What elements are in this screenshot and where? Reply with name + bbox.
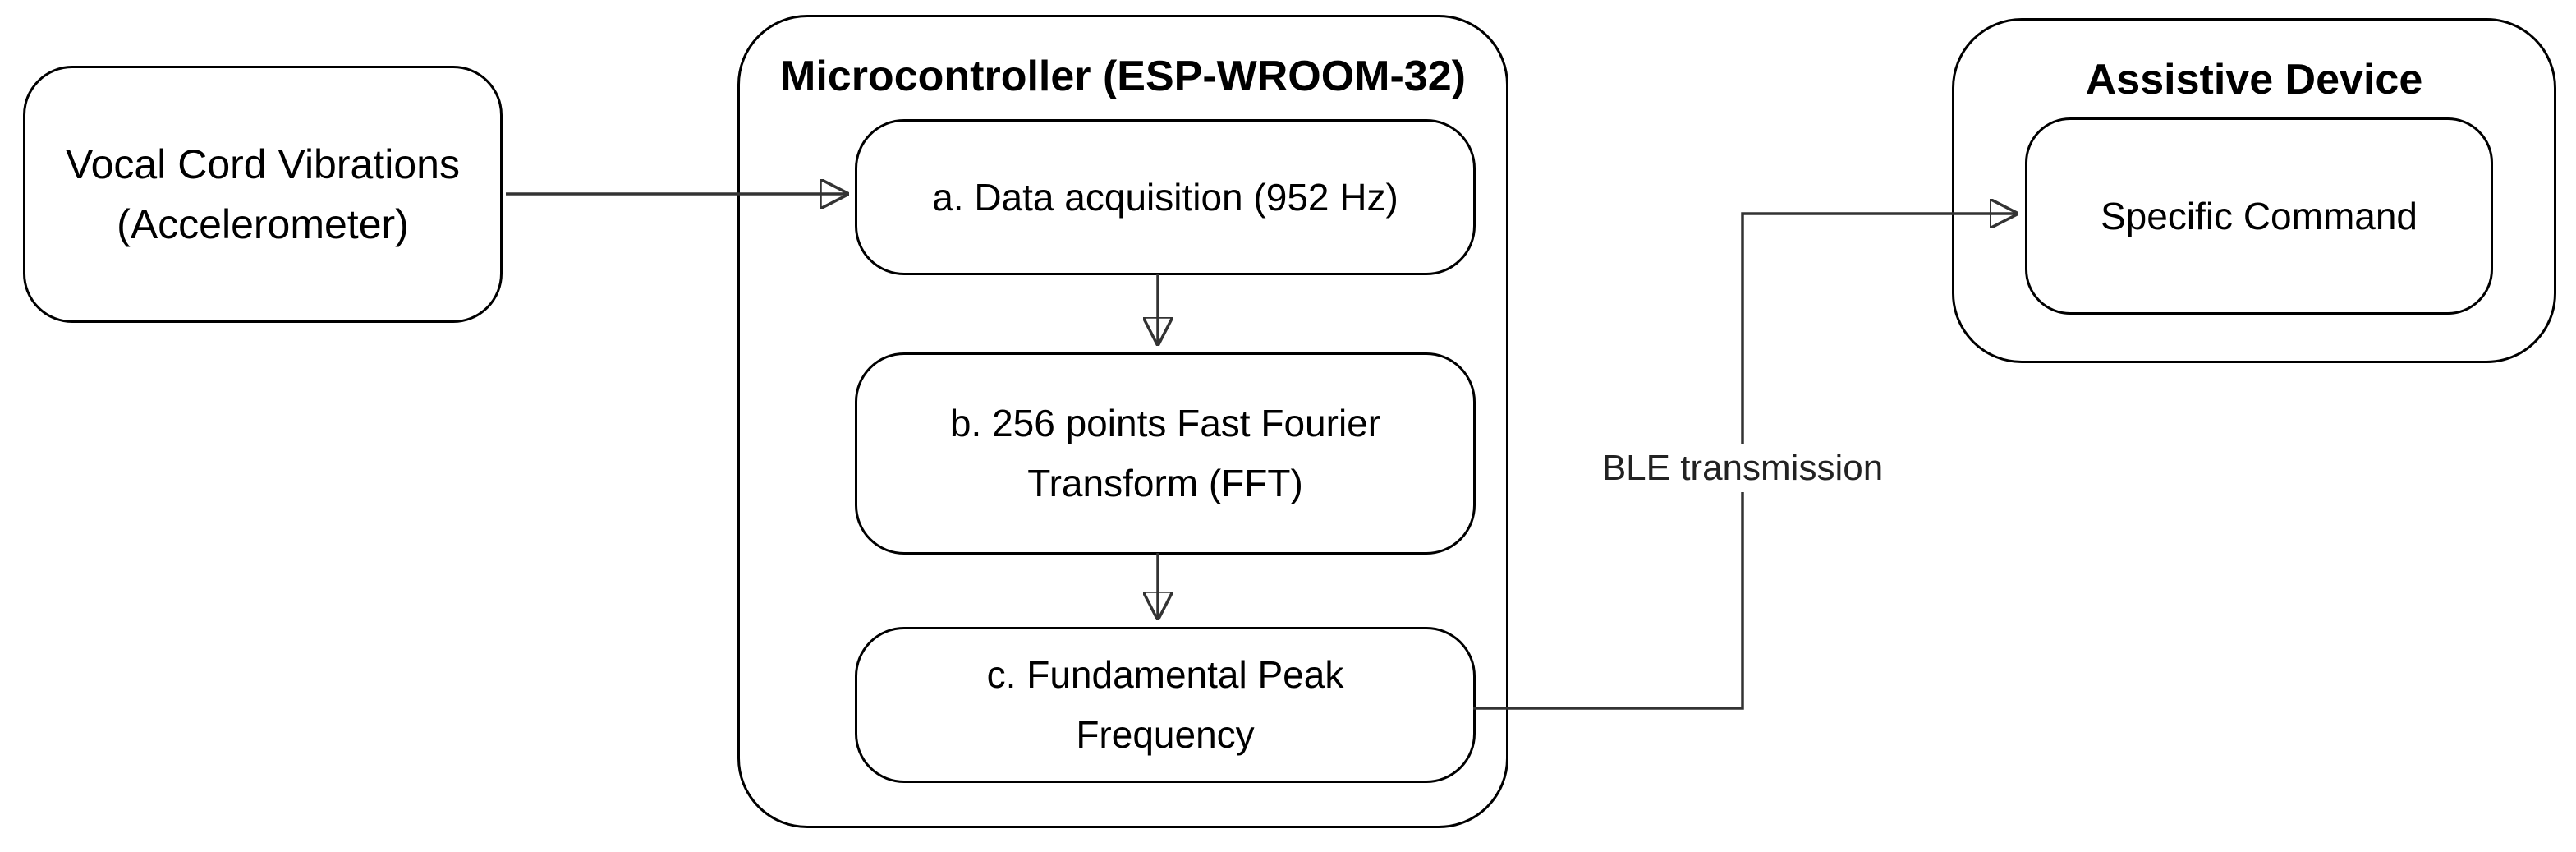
node-specific-command-label: Specific Command	[2100, 195, 2418, 237]
container-microcontroller: Microcontroller (ESP-WROOM-32) a. Data a…	[737, 15, 1508, 828]
node-step-data-acquisition-label: a. Data acquisition (952 Hz)	[932, 175, 1398, 219]
edge-label-ble-transmission: BLE transmission	[1586, 444, 1899, 492]
container-assistive-device-title: Assistive Device	[2085, 56, 2423, 104]
node-step-fft: b. 256 points Fast Fourier Transform (FF…	[855, 352, 1476, 555]
node-specific-command: Specific Command	[2025, 117, 2493, 315]
container-microcontroller-title: Microcontroller (ESP-WROOM-32)	[780, 53, 1466, 100]
node-vocal-cord-vibrations: Vocal Cord Vibrations (Accelerometer)	[23, 66, 503, 323]
node-step-fundamental-peak-frequency-label: c. Fundamental Peak Frequency	[986, 653, 1344, 756]
node-vocal-cord-vibrations-label: Vocal Cord Vibrations (Accelerometer)	[66, 140, 460, 247]
node-step-fundamental-peak-frequency: c. Fundamental Peak Frequency	[855, 627, 1476, 783]
node-step-fft-label: b. 256 points Fast Fourier Transform (FF…	[949, 402, 1381, 504]
container-assistive-device: Assistive Device Specific Command	[1952, 18, 2556, 363]
edge-label-ble-transmission-text: BLE transmission	[1601, 448, 1884, 488]
node-step-data-acquisition: a. Data acquisition (952 Hz)	[855, 119, 1476, 275]
